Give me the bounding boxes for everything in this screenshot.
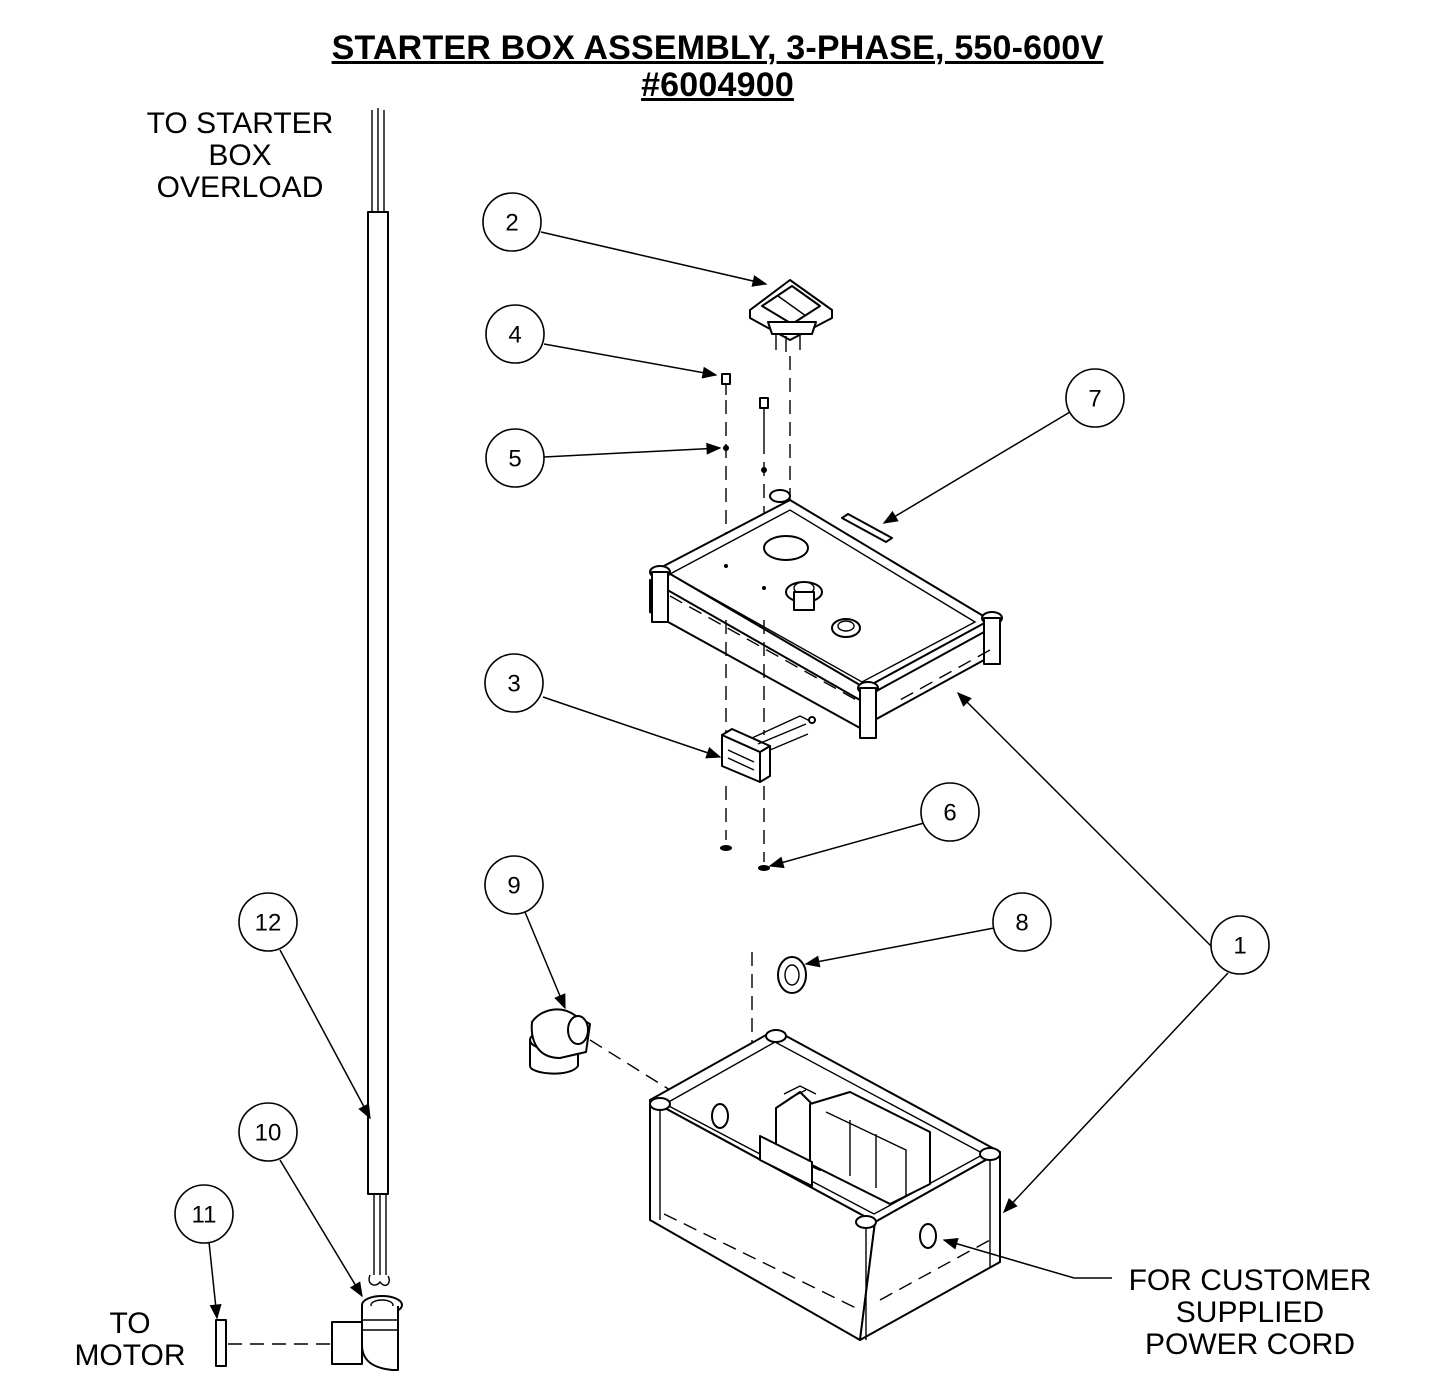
push-button-switch xyxy=(749,279,833,610)
starter-box-base xyxy=(649,1029,1001,1341)
to-motor-label: TO MOTOR xyxy=(74,1307,186,1372)
svg-text:4: 4 xyxy=(508,322,521,349)
callout-4: 4 xyxy=(485,304,545,364)
svg-text:5: 5 xyxy=(508,446,521,473)
wire-harness xyxy=(367,108,390,1286)
svg-text:1: 1 xyxy=(1233,933,1246,960)
svg-text:11: 11 xyxy=(192,1202,217,1229)
callout-2: 2 xyxy=(482,192,542,252)
svg-text:10: 10 xyxy=(255,1120,282,1147)
contactor xyxy=(759,1085,931,1205)
callout-7: 7 xyxy=(1065,368,1125,428)
callout-10: 10 xyxy=(238,1102,298,1162)
conduit-elbow xyxy=(529,1008,671,1091)
svg-text:2: 2 xyxy=(505,210,518,237)
svg-text:12: 12 xyxy=(255,910,282,937)
callout-3: 3 xyxy=(484,653,544,713)
elbow-fitting xyxy=(331,1295,403,1371)
callout-12: 12 xyxy=(238,892,298,952)
leader-lines xyxy=(208,231,1229,1320)
part-number: #6004900 xyxy=(641,66,794,104)
callout-11: 11 xyxy=(174,1184,234,1244)
overload-relay xyxy=(720,620,816,871)
motor-connector xyxy=(215,1319,330,1367)
svg-text:6: 6 xyxy=(943,800,956,827)
power-cord-label: FOR CUSTOMER SUPPLIED POWER CORD xyxy=(1128,1264,1372,1361)
callout-8: 8 xyxy=(992,892,1052,952)
starter-box-cover xyxy=(649,489,1003,739)
svg-text:9: 9 xyxy=(507,873,520,900)
callout-5: 5 xyxy=(485,428,545,488)
callout-6: 6 xyxy=(920,782,980,842)
svg-text:3: 3 xyxy=(507,671,520,698)
callout-1: 1 xyxy=(1210,915,1270,975)
svg-text:8: 8 xyxy=(1015,910,1028,937)
svg-text:7: 7 xyxy=(1088,386,1101,413)
callout-9: 9 xyxy=(484,855,544,915)
to-starter-label: TO STARTER BOX OVERLOAD xyxy=(146,107,334,204)
diagram-title: STARTER BOX ASSEMBLY, 3-PHASE, 550-600V xyxy=(331,29,1104,67)
